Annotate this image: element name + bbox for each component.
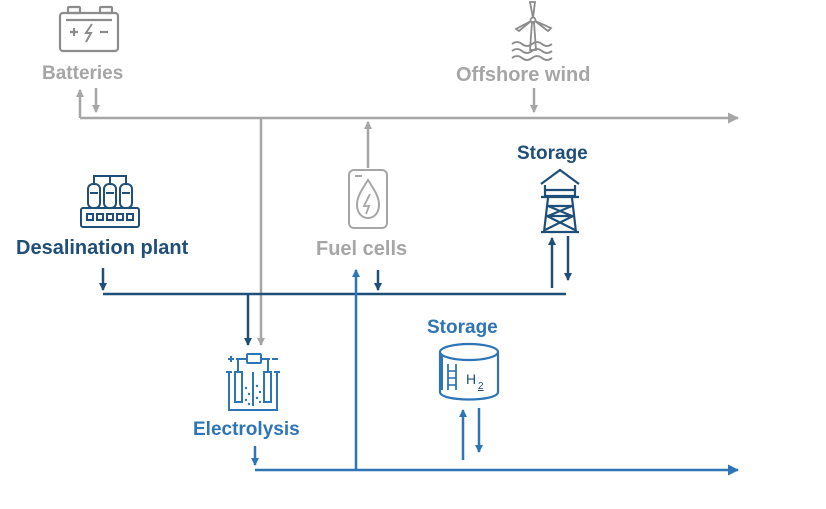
battery-icon	[58, 5, 120, 53]
bubbles	[244, 384, 262, 406]
wind-turbine-icon	[511, 1, 553, 61]
electrolyser-icon	[226, 353, 280, 411]
fuel-cells-label: Fuel cells	[316, 238, 408, 260]
electrolysis-label: Electrolysis	[193, 419, 300, 440]
desalination-plant-label: Desalination plant	[16, 237, 189, 259]
fuel-cell-icon	[348, 169, 388, 229]
desalination-plant-icon	[80, 175, 140, 228]
tank-subscript-text: 2	[478, 381, 484, 392]
offshore-wind-label: Offshore wind	[456, 64, 591, 86]
water-bus	[99, 236, 572, 346]
water-storage-label: Storage	[517, 143, 588, 164]
tank-h-text: H	[466, 371, 476, 387]
h2-storage-label: Storage	[427, 317, 498, 338]
hydrogen-bus	[251, 269, 739, 476]
electricity-bus	[76, 88, 739, 346]
hydrogen-tank-icon: H 2	[438, 342, 500, 401]
batteries-label: Batteries	[42, 63, 124, 84]
water-tower-icon	[540, 168, 580, 234]
